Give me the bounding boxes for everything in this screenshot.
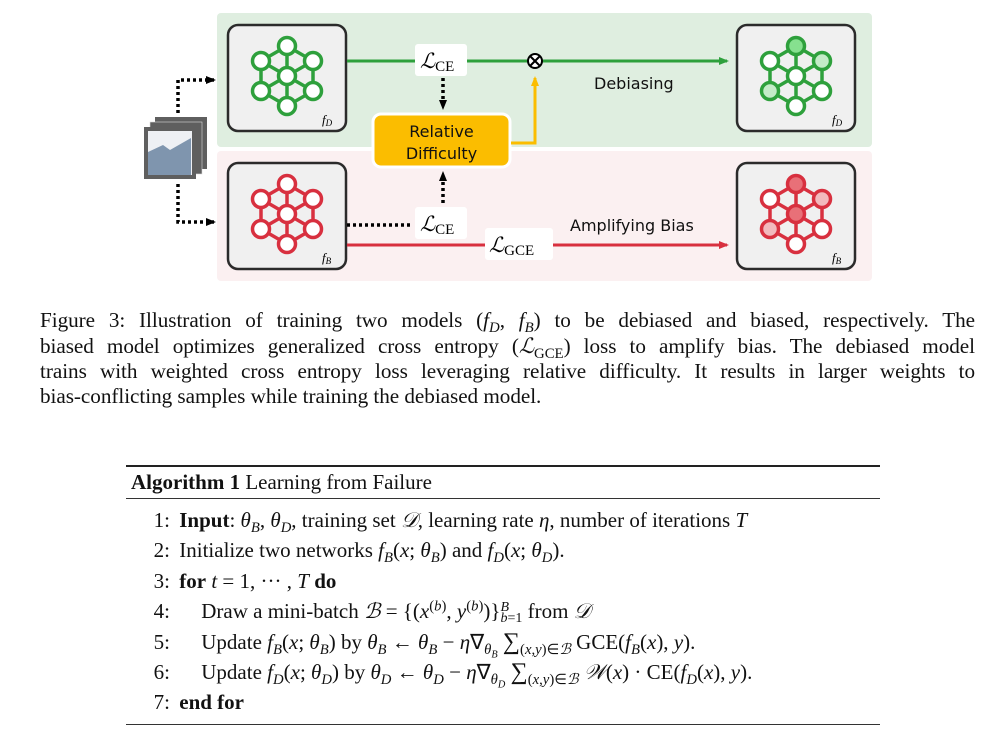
figure-caption: Figure 3: Illustration of training two m… — [40, 308, 975, 409]
network-node — [785, 35, 807, 57]
algorithm-line-4: 4: Draw a mini-batch ℬ = {(x(b), y(b))}B… — [153, 598, 591, 627]
model-debiased-result-label: fD — [832, 112, 843, 128]
network-node — [276, 35, 298, 57]
network-node — [250, 188, 272, 210]
network-node — [276, 65, 298, 87]
image-stack-icon — [144, 117, 207, 179]
loss-ce-top-bg — [415, 44, 467, 76]
network-node — [276, 173, 298, 195]
model-biased-label: fB — [322, 250, 332, 266]
loss-ce-bottom: ℒCE — [420, 212, 454, 238]
algorithm-top-rule — [126, 465, 880, 467]
multiply-icon — [527, 53, 543, 69]
network-node — [785, 65, 807, 87]
algorithm-line-7: 7: end for — [153, 690, 244, 715]
network-node — [250, 80, 272, 102]
network-node — [276, 95, 298, 117]
algorithm-block: Algorithm 1 Learning from Failure 1: Inp… — [126, 465, 880, 726]
network-node — [785, 233, 807, 255]
algorithm-bottom-rule — [126, 723, 880, 726]
network-node — [302, 218, 324, 240]
network-node — [302, 80, 324, 102]
network-node — [759, 218, 781, 240]
input-arrow-bottom — [176, 184, 216, 226]
input-arrow-top — [176, 76, 216, 113]
amplifying-bias-label: Amplifying Bias — [570, 216, 694, 235]
caption-line-1: Figure 3: Illustration of training two m… — [40, 308, 975, 337]
network-biased-output — [759, 173, 833, 255]
algorithm-title-rule — [126, 498, 880, 499]
bias-panel — [217, 151, 872, 281]
network-node — [811, 188, 833, 210]
network-node — [759, 188, 781, 210]
network-biased-input — [250, 173, 324, 255]
network-node — [250, 218, 272, 240]
network-node — [302, 50, 324, 72]
network-node — [276, 203, 298, 225]
network-debiased-output — [759, 35, 833, 117]
caption-line-4: bias-conflicting samples while training … — [40, 384, 542, 408]
lff-diagram: fD fB fD fB ℒCE Debiasing Relative Diffi… — [144, 13, 872, 281]
network-node — [785, 203, 807, 225]
network-node — [759, 80, 781, 102]
loss-ce-bottom-bg — [415, 207, 467, 239]
relative-difficulty-line1: Relative — [409, 122, 474, 141]
difficulty-weight-arrow — [511, 76, 539, 145]
network-node — [811, 218, 833, 240]
algorithm-title: Algorithm 1 Learning from Failure — [131, 470, 432, 494]
model-debiased-label: fD — [322, 112, 333, 128]
loss-ce-top: ℒCE — [420, 49, 454, 75]
network-debiased-input — [250, 35, 324, 117]
network-node — [759, 50, 781, 72]
caption-line-2: biased model optimizes generalized cross… — [40, 333, 975, 363]
network-node — [785, 173, 807, 195]
algorithm-line-2: 2: Initialize two networks fB(x; θB) and… — [153, 538, 565, 567]
network-node — [811, 50, 833, 72]
algorithm-line-1: 1: Input: θB, θD, training set 𝒟, learni… — [153, 508, 748, 537]
network-node — [811, 80, 833, 102]
caption-line-3: trains with weighted cross entropy loss … — [40, 359, 975, 383]
loss-gce: ℒGCE — [489, 233, 534, 259]
network-node — [276, 233, 298, 255]
model-biased-result-label: fB — [832, 250, 842, 266]
network-node — [250, 50, 272, 72]
network-node — [302, 188, 324, 210]
relative-difficulty-line2: Difficulty — [406, 144, 477, 163]
algorithm-line-3: 3: for t = 1, ··· , T do — [153, 568, 337, 593]
algorithm-line-5: 5: Update fB(x; θB) by θB ← θB − η∇θB ∑(… — [153, 628, 696, 661]
debiasing-label: Debiasing — [594, 74, 674, 93]
loss-gce-bg — [485, 228, 553, 260]
algorithm-line-6: 6: Update fD(x; θD) by θD ← θD − η∇θD ∑(… — [153, 659, 753, 691]
relative-difficulty-box — [371, 112, 512, 169]
network-node — [785, 95, 807, 117]
